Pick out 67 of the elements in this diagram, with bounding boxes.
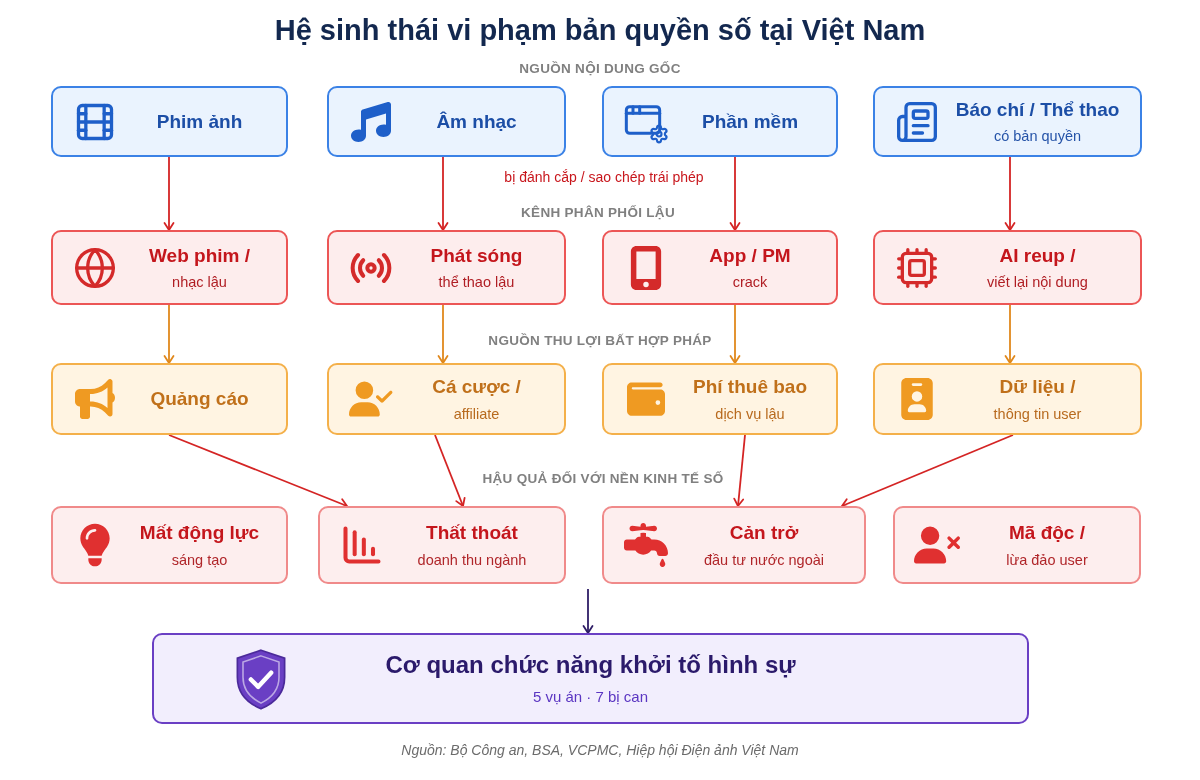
arrow: [729, 304, 741, 364]
node-subtext: 5 vụ án · 7 bị can: [532, 688, 649, 707]
node-heading: Phim ảnh: [156, 109, 243, 134]
channel-box: [51, 230, 288, 305]
impact-box: [51, 506, 288, 584]
section-heading: KÊNH PHÂN PHỐI LẬU: [521, 205, 675, 222]
node-subtext: doanh thu ngành: [417, 550, 527, 569]
arrow: [1004, 304, 1016, 364]
source-caption: Nguồn: Bộ Công an, BSA, VCPMC, Hiệp hội Điện ảnh Việt Nam: [401, 742, 799, 760]
node-subtext: thông tin user: [993, 404, 1082, 423]
node-heading: Cản trở: [729, 521, 799, 545]
section-heading: NGUỒN THU LỢI BẤT HỢP PHÁP: [488, 333, 712, 350]
source-box: [873, 86, 1142, 157]
arrow: [437, 156, 449, 231]
impact-box: [318, 506, 566, 584]
node-heading: App / PM: [709, 243, 791, 268]
node-heading: AI reup /: [999, 243, 1076, 268]
node-subtext: crack: [732, 273, 768, 292]
arrow: [434, 434, 466, 507]
arrow: [163, 304, 175, 364]
arrow: [733, 434, 746, 507]
arrow: [729, 156, 741, 231]
source-box: [51, 86, 288, 157]
impact-box: [893, 506, 1141, 584]
source-box: [327, 86, 566, 157]
node-heading: Cá cược /: [432, 375, 521, 399]
arrow: [1004, 156, 1016, 231]
channel-box: [602, 230, 838, 305]
source-box: [602, 86, 838, 157]
node-heading: Âm nhạc: [436, 109, 517, 134]
node-heading: Thất thoát: [426, 521, 518, 545]
arrow: [841, 434, 1014, 509]
arrow: [582, 588, 594, 634]
arrow: [168, 434, 348, 509]
section-heading: NGUỒN NỘI DUNG GỐC: [519, 61, 681, 78]
node-subtext: đầu tư nước ngoài: [704, 550, 824, 569]
channel-box: [873, 230, 1142, 305]
revenue-box: [327, 363, 566, 435]
revenue-box: [873, 363, 1142, 435]
impact-box: [602, 506, 866, 584]
node-subtext: nhạc lậu: [172, 273, 227, 292]
node-heading: Phát sóng: [430, 243, 523, 268]
revenue-box: [602, 363, 838, 435]
node-subtext: viết lại nội dung: [987, 273, 1088, 292]
node-subtext: sáng tạo: [171, 550, 228, 569]
arrow: [163, 156, 175, 231]
node-heading: Quảng cáo: [150, 387, 249, 411]
node-heading: Dữ liệu /: [999, 375, 1076, 399]
flow-note: bị đánh cắp / sao chép trái phép: [504, 169, 704, 187]
node-subtext: có bản quyền: [993, 127, 1082, 146]
node-heading: Mã độc /: [1009, 521, 1085, 545]
node-subtext: thể thao lậu: [438, 273, 515, 292]
node-subtext: lừa đảo user: [1006, 550, 1088, 569]
node-heading: Phí thuê bao: [693, 375, 807, 399]
channel-box: [327, 230, 566, 305]
node-subtext: affiliate: [453, 404, 500, 423]
node-heading: Phần mềm: [701, 109, 799, 134]
node-subtext: dịch vụ lậu: [715, 404, 785, 423]
node-heading: Báo chí / Thể thao: [955, 97, 1120, 122]
arrow: [437, 304, 449, 364]
section-heading: HẬU QUẢ ĐỐI VỚI NỀN KINH TẾ SỐ: [482, 471, 724, 488]
node-heading: Mất động lực: [139, 521, 260, 545]
action-box: [152, 633, 1029, 724]
node-heading: Cơ quan chức năng khởi tố hình sự: [385, 650, 796, 681]
diagram-title: Hệ sinh thái vi phạm bản quyền số tại Việt Nam: [274, 13, 926, 48]
node-heading: Web phim /: [149, 243, 250, 268]
revenue-box: [51, 363, 288, 435]
